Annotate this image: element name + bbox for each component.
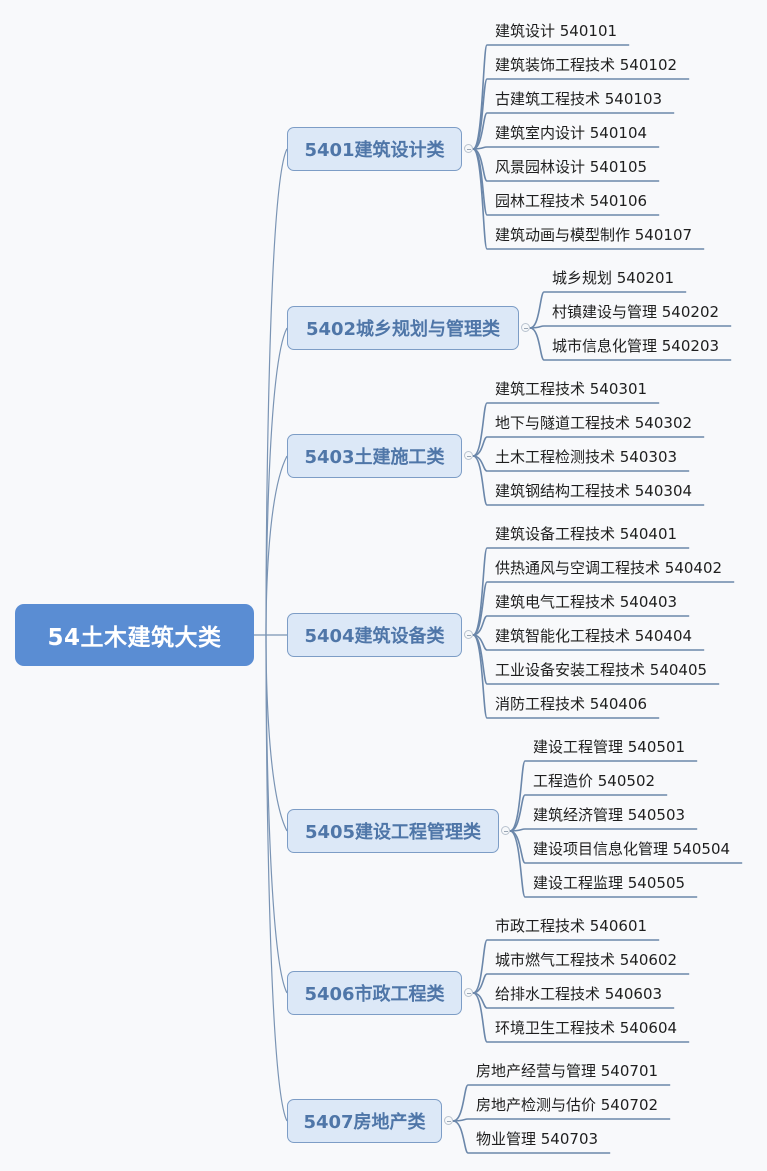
leaf-label: 城乡规划 540201 (552, 269, 675, 287)
leaf-label: 城市信息化管理 540203 (552, 337, 720, 355)
category-node-5405[interactable]: 5405建设工程管理类 (287, 809, 499, 853)
leaf-label: 给排水工程技术 540603 (495, 985, 663, 1003)
leaf-label: 城市燃气工程技术 540602 (495, 951, 678, 969)
leaf-node[interactable]: 村镇建设与管理 540202 (552, 298, 719, 328)
leaf-node[interactable]: 古建筑工程技术 540103 (495, 85, 662, 115)
leaf-label: 房地产经营与管理 540701 (476, 1062, 659, 1080)
leaf-node[interactable]: 建设工程监理 540505 (533, 869, 685, 899)
leaf-label: 房地产检测与估价 540702 (476, 1096, 659, 1114)
leaf-node[interactable]: 工业设备安装工程技术 540405 (495, 656, 707, 686)
leaf-node[interactable]: 给排水工程技术 540603 (495, 980, 662, 1010)
leaf-label: 园林工程技术 540106 (495, 192, 648, 210)
leaf-label: 建筑室内设计 540104 (495, 124, 648, 142)
leaf-node[interactable]: 建筑设备工程技术 540401 (495, 520, 677, 550)
leaf-label: 建筑钢结构工程技术 540304 (495, 482, 693, 500)
leaf-node[interactable]: 建筑工程技术 540301 (495, 375, 647, 405)
collapse-toggle-icon[interactable] (464, 988, 473, 997)
leaf-label: 建设项目信息化管理 540504 (533, 840, 731, 858)
category-label: 5406市政工程类 (304, 984, 445, 1005)
leaf-label: 土木工程检测技术 540303 (495, 448, 678, 466)
leaf-label: 环境卫生工程技术 540604 (495, 1019, 678, 1037)
leaf-label: 物业管理 540703 (476, 1130, 599, 1148)
category-label: 5401建筑设计类 (304, 140, 445, 161)
leaf-label: 建筑智能化工程技术 540404 (495, 627, 693, 645)
category-node-5406[interactable]: 5406市政工程类 (287, 971, 462, 1015)
leaf-node[interactable]: 建筑室内设计 540104 (495, 119, 647, 149)
leaf-node[interactable]: 建筑动画与模型制作 540107 (495, 221, 692, 251)
leaf-label: 建筑设备工程技术 540401 (495, 525, 678, 543)
leaf-node[interactable]: 建设工程管理 540501 (533, 733, 685, 763)
leaf-label: 市政工程技术 540601 (495, 917, 648, 935)
category-node-5401[interactable]: 5401建筑设计类 (287, 127, 462, 171)
leaf-node[interactable]: 地下与隧道工程技术 540302 (495, 409, 692, 439)
collapse-toggle-icon[interactable] (464, 144, 473, 153)
leaf-node[interactable]: 建筑智能化工程技术 540404 (495, 622, 692, 652)
leaf-node[interactable]: 物业管理 540703 (476, 1125, 598, 1155)
category-label: 5404建筑设备类 (304, 626, 445, 647)
category-node-5402[interactable]: 5402城乡规划与管理类 (287, 306, 519, 350)
leaf-node[interactable]: 建筑设计 540101 (495, 17, 617, 47)
leaf-label: 建筑经济管理 540503 (533, 806, 686, 824)
leaf-node[interactable]: 房地产经营与管理 540701 (476, 1057, 658, 1087)
root-node[interactable]: 54土木建筑大类 (15, 604, 254, 666)
leaf-node[interactable]: 城市信息化管理 540203 (552, 332, 719, 362)
collapse-toggle-icon[interactable] (501, 826, 510, 835)
leaf-node[interactable]: 建筑装饰工程技术 540102 (495, 51, 677, 81)
leaf-node[interactable]: 建筑钢结构工程技术 540304 (495, 477, 692, 507)
category-label: 5407房地产类 (303, 1112, 426, 1133)
leaf-node[interactable]: 城市燃气工程技术 540602 (495, 946, 677, 976)
category-node-5404[interactable]: 5404建筑设备类 (287, 613, 462, 657)
category-node-5407[interactable]: 5407房地产类 (287, 1099, 442, 1143)
leaf-node[interactable]: 风景园林设计 540105 (495, 153, 647, 183)
leaf-label: 供热通风与空调工程技术 540402 (495, 559, 723, 577)
leaf-node[interactable]: 工程造价 540502 (533, 767, 655, 797)
collapse-toggle-icon[interactable] (464, 630, 473, 639)
leaf-label: 建筑工程技术 540301 (495, 380, 648, 398)
category-node-5403[interactable]: 5403土建施工类 (287, 434, 462, 478)
leaf-node[interactable]: 建设项目信息化管理 540504 (533, 835, 730, 865)
leaf-label: 建筑动画与模型制作 540107 (495, 226, 693, 244)
leaf-label: 工程造价 540502 (533, 772, 656, 790)
leaf-node[interactable]: 土木工程检测技术 540303 (495, 443, 677, 473)
collapse-toggle-icon[interactable] (444, 1116, 453, 1125)
leaf-label: 建设工程管理 540501 (533, 738, 686, 756)
leaf-node[interactable]: 建筑经济管理 540503 (533, 801, 685, 831)
collapse-toggle-icon[interactable] (464, 451, 473, 460)
leaf-label: 风景园林设计 540105 (495, 158, 648, 176)
collapse-toggle-icon[interactable] (521, 323, 530, 332)
leaf-node[interactable]: 城乡规划 540201 (552, 264, 674, 294)
category-label: 5403土建施工类 (304, 447, 445, 468)
category-label: 5402城乡规划与管理类 (305, 319, 501, 340)
leaf-label: 消防工程技术 540406 (495, 695, 648, 713)
leaf-node[interactable]: 建筑电气工程技术 540403 (495, 588, 677, 618)
leaf-label: 古建筑工程技术 540103 (495, 90, 663, 108)
leaf-label: 建筑电气工程技术 540403 (495, 593, 678, 611)
leaf-label: 村镇建设与管理 540202 (552, 303, 720, 321)
leaf-label: 建设工程监理 540505 (533, 874, 686, 892)
category-label: 5405建设工程管理类 (304, 822, 482, 843)
leaf-node[interactable]: 园林工程技术 540106 (495, 187, 647, 217)
leaf-label: 建筑设计 540101 (495, 22, 618, 40)
leaf-node[interactable]: 环境卫生工程技术 540604 (495, 1014, 677, 1044)
leaf-node[interactable]: 供热通风与空调工程技术 540402 (495, 554, 722, 584)
leaf-node[interactable]: 消防工程技术 540406 (495, 690, 647, 720)
leaf-label: 工业设备安装工程技术 540405 (495, 661, 708, 679)
leaf-label: 地下与隧道工程技术 540302 (495, 414, 693, 432)
root-node-label: 54土木建筑大类 (47, 625, 222, 651)
leaf-node[interactable]: 房地产检测与估价 540702 (476, 1091, 658, 1121)
leaf-label: 建筑装饰工程技术 540102 (495, 56, 678, 74)
leaf-node[interactable]: 市政工程技术 540601 (495, 912, 647, 942)
